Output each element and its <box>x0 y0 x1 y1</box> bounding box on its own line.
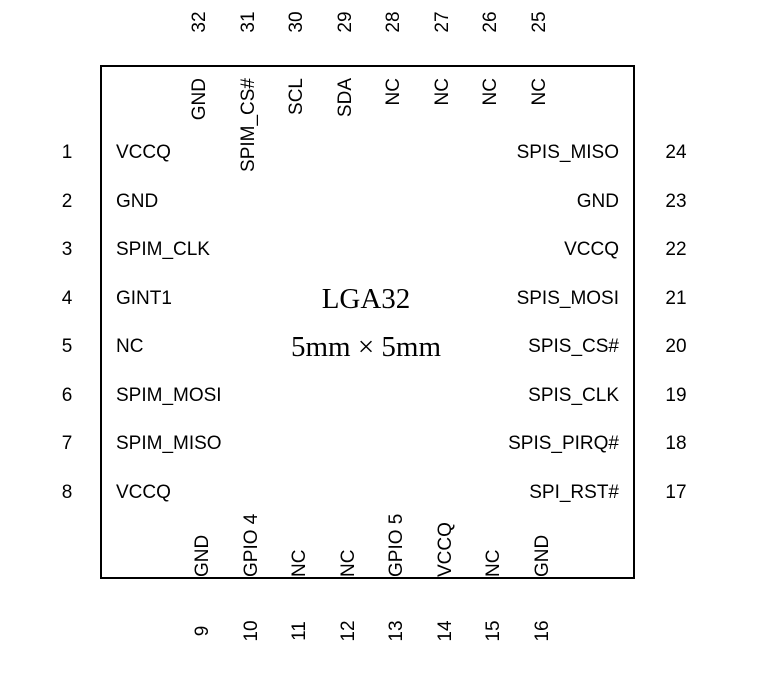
pin-label: NC <box>480 78 501 105</box>
pin-number: 25 <box>529 11 550 32</box>
pin-number: 10 <box>241 620 262 641</box>
pin-label: NC <box>529 78 550 105</box>
pin-number: 6 <box>62 385 73 406</box>
pin-label: SPI_RST# <box>529 482 619 503</box>
pin-label: NC <box>289 550 310 577</box>
pin-number: 22 <box>665 239 686 260</box>
pin-number: 21 <box>665 288 686 309</box>
pin-number: 15 <box>483 620 504 641</box>
pin-number: 3 <box>62 239 73 260</box>
pin-label: GINT1 <box>116 288 172 309</box>
pin-label: GND <box>116 191 158 212</box>
pin-label: SDA <box>335 78 356 117</box>
pin-label: SCL <box>286 78 307 115</box>
pin-number: 27 <box>432 11 453 32</box>
pin-label: NC <box>116 336 143 357</box>
pin-number: 32 <box>189 11 210 32</box>
pin-label: GPIO 5 <box>386 514 407 577</box>
pin-label: SPIM_MOSI <box>116 385 222 406</box>
pin-number: 29 <box>335 11 356 32</box>
pin-number: 9 <box>192 626 213 637</box>
pin-label: VCCQ <box>116 142 171 163</box>
pin-label: SPIS_MISO <box>517 142 619 163</box>
pin-number: 26 <box>480 11 501 32</box>
pin-number: 5 <box>62 336 73 357</box>
pin-number: 17 <box>665 482 686 503</box>
pin-label: GND <box>532 535 553 577</box>
pin-number: 16 <box>532 620 553 641</box>
pin-number: 2 <box>62 191 73 212</box>
pin-number: 1 <box>62 142 73 163</box>
pin-number: 20 <box>665 336 686 357</box>
pin-number: 28 <box>383 11 404 32</box>
pin-label: SPIS_PIRQ# <box>508 433 619 454</box>
pin-label: SPIS_MOSI <box>517 288 619 309</box>
pin-number: 30 <box>286 11 307 32</box>
pin-number: 13 <box>386 620 407 641</box>
pin-number: 18 <box>665 433 686 454</box>
pin-label: NC <box>383 78 404 105</box>
package-outline <box>100 65 635 579</box>
pin-label: NC <box>338 550 359 577</box>
pin-number: 8 <box>62 482 73 503</box>
pin-label: GND <box>192 535 213 577</box>
pin-label: GND <box>189 78 210 120</box>
pin-label: SPIS_CS# <box>528 336 619 357</box>
package-size: 5mm × 5mm <box>291 331 442 363</box>
pin-label: SPIM_CS# <box>238 78 259 172</box>
pin-number: 12 <box>338 620 359 641</box>
pin-number: 19 <box>665 385 686 406</box>
pin-label: SPIM_MISO <box>116 433 222 454</box>
pin-label: SPIS_CLK <box>528 385 619 406</box>
pin-label: VCCQ <box>435 522 456 577</box>
pin-label: NC <box>432 78 453 105</box>
pin-label: SPIM_CLK <box>116 239 210 260</box>
pin-number: 23 <box>665 191 686 212</box>
pin-label: NC <box>483 550 504 577</box>
pin-label: VCCQ <box>116 482 171 503</box>
pin-label: VCCQ <box>564 239 619 260</box>
pin-label: GND <box>577 191 619 212</box>
pin-number: 11 <box>289 621 310 641</box>
pin-label: GPIO 4 <box>241 513 262 577</box>
pin-number: 7 <box>62 433 73 454</box>
pin-number: 24 <box>665 142 687 163</box>
package-name: LGA32 <box>322 283 411 315</box>
pin-number: 14 <box>435 620 456 642</box>
pin-number: 31 <box>238 11 259 32</box>
pin-number: 4 <box>62 288 73 309</box>
